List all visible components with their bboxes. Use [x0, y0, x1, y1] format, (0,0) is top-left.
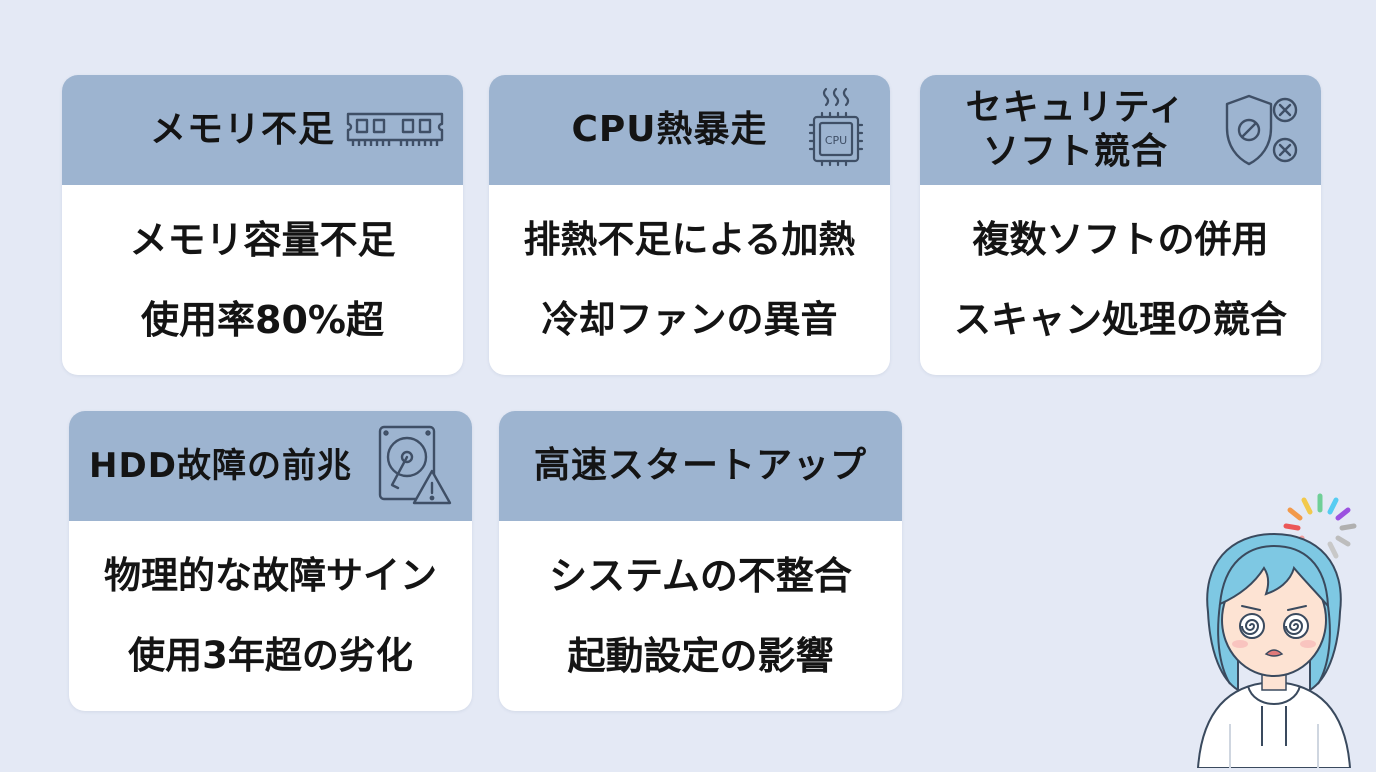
- card-line: 物理的な故障サイン: [104, 554, 437, 597]
- card-header: セキュリティ ソフト競合: [920, 75, 1321, 185]
- shield-conflict-icon: [1219, 75, 1303, 185]
- card-line: 冷却ファンの異音: [541, 298, 838, 341]
- card-title: 高速スタートアップ: [533, 445, 867, 486]
- card-title: HDD故障の前兆: [89, 446, 352, 486]
- card-body: 複数ソフトの併用 スキャン処理の競合: [920, 185, 1321, 375]
- card-header: CPU熱暴走 CPU: [489, 75, 890, 185]
- fast-startup-card: 高速スタートアップ システムの不整合 起動設定の影響: [499, 411, 902, 711]
- card-title-line: ソフト競合: [982, 131, 1168, 172]
- card-title: メモリ不足: [149, 109, 335, 150]
- cpu-overheat-card: CPU熱暴走 CPU 排熱不足による加熱 冷却ファンの異音: [489, 75, 890, 375]
- hdd-failure-card: HDD故障の前兆 物理的な故障サイン 使用3年超の劣化: [69, 411, 472, 711]
- card-title: セキュリティ ソフト競合: [966, 86, 1186, 174]
- card-header: 高速スタートアップ: [499, 411, 902, 521]
- hard-drive-warning-icon: [374, 411, 454, 521]
- card-line: スキャン処理の競合: [954, 298, 1287, 341]
- card-body: 物理的な故障サイン 使用3年超の劣化: [69, 521, 472, 711]
- card-body: メモリ容量不足 使用率80%超: [62, 185, 463, 375]
- memory-module-icon: [345, 75, 445, 185]
- security-software-conflict-card: セキュリティ ソフト競合 複数ソフトの併用 スキャン処理の競合: [920, 75, 1321, 375]
- card-body: 排熱不足による加熱 冷却ファンの異音: [489, 185, 890, 375]
- card-title: CPU熱暴走: [571, 109, 768, 150]
- card-header: メモリ不足: [62, 75, 463, 185]
- confused-girl-icon: [1178, 484, 1368, 769]
- card-line: メモリ容量不足: [129, 218, 396, 262]
- card-line: 起動設定の影響: [567, 634, 834, 678]
- card-line: 排熱不足による加熱: [523, 218, 856, 261]
- card-line: システムの不整合: [549, 554, 852, 598]
- card-header: HDD故障の前兆: [69, 411, 472, 521]
- cpu-heat-icon: CPU: [800, 75, 872, 185]
- card-title-line: セキュリティ: [965, 87, 1186, 128]
- card-line: 使用3年超の劣化: [128, 634, 413, 677]
- card-body: システムの不整合 起動設定の影響: [499, 521, 902, 711]
- memory-shortage-card: メモリ不足 メモリ容量不足 使用率80%超: [62, 75, 463, 375]
- cpu-chip-label: CPU: [825, 134, 847, 147]
- card-line: 使用率80%超: [141, 298, 384, 342]
- card-line: 複数ソフトの併用: [972, 218, 1269, 261]
